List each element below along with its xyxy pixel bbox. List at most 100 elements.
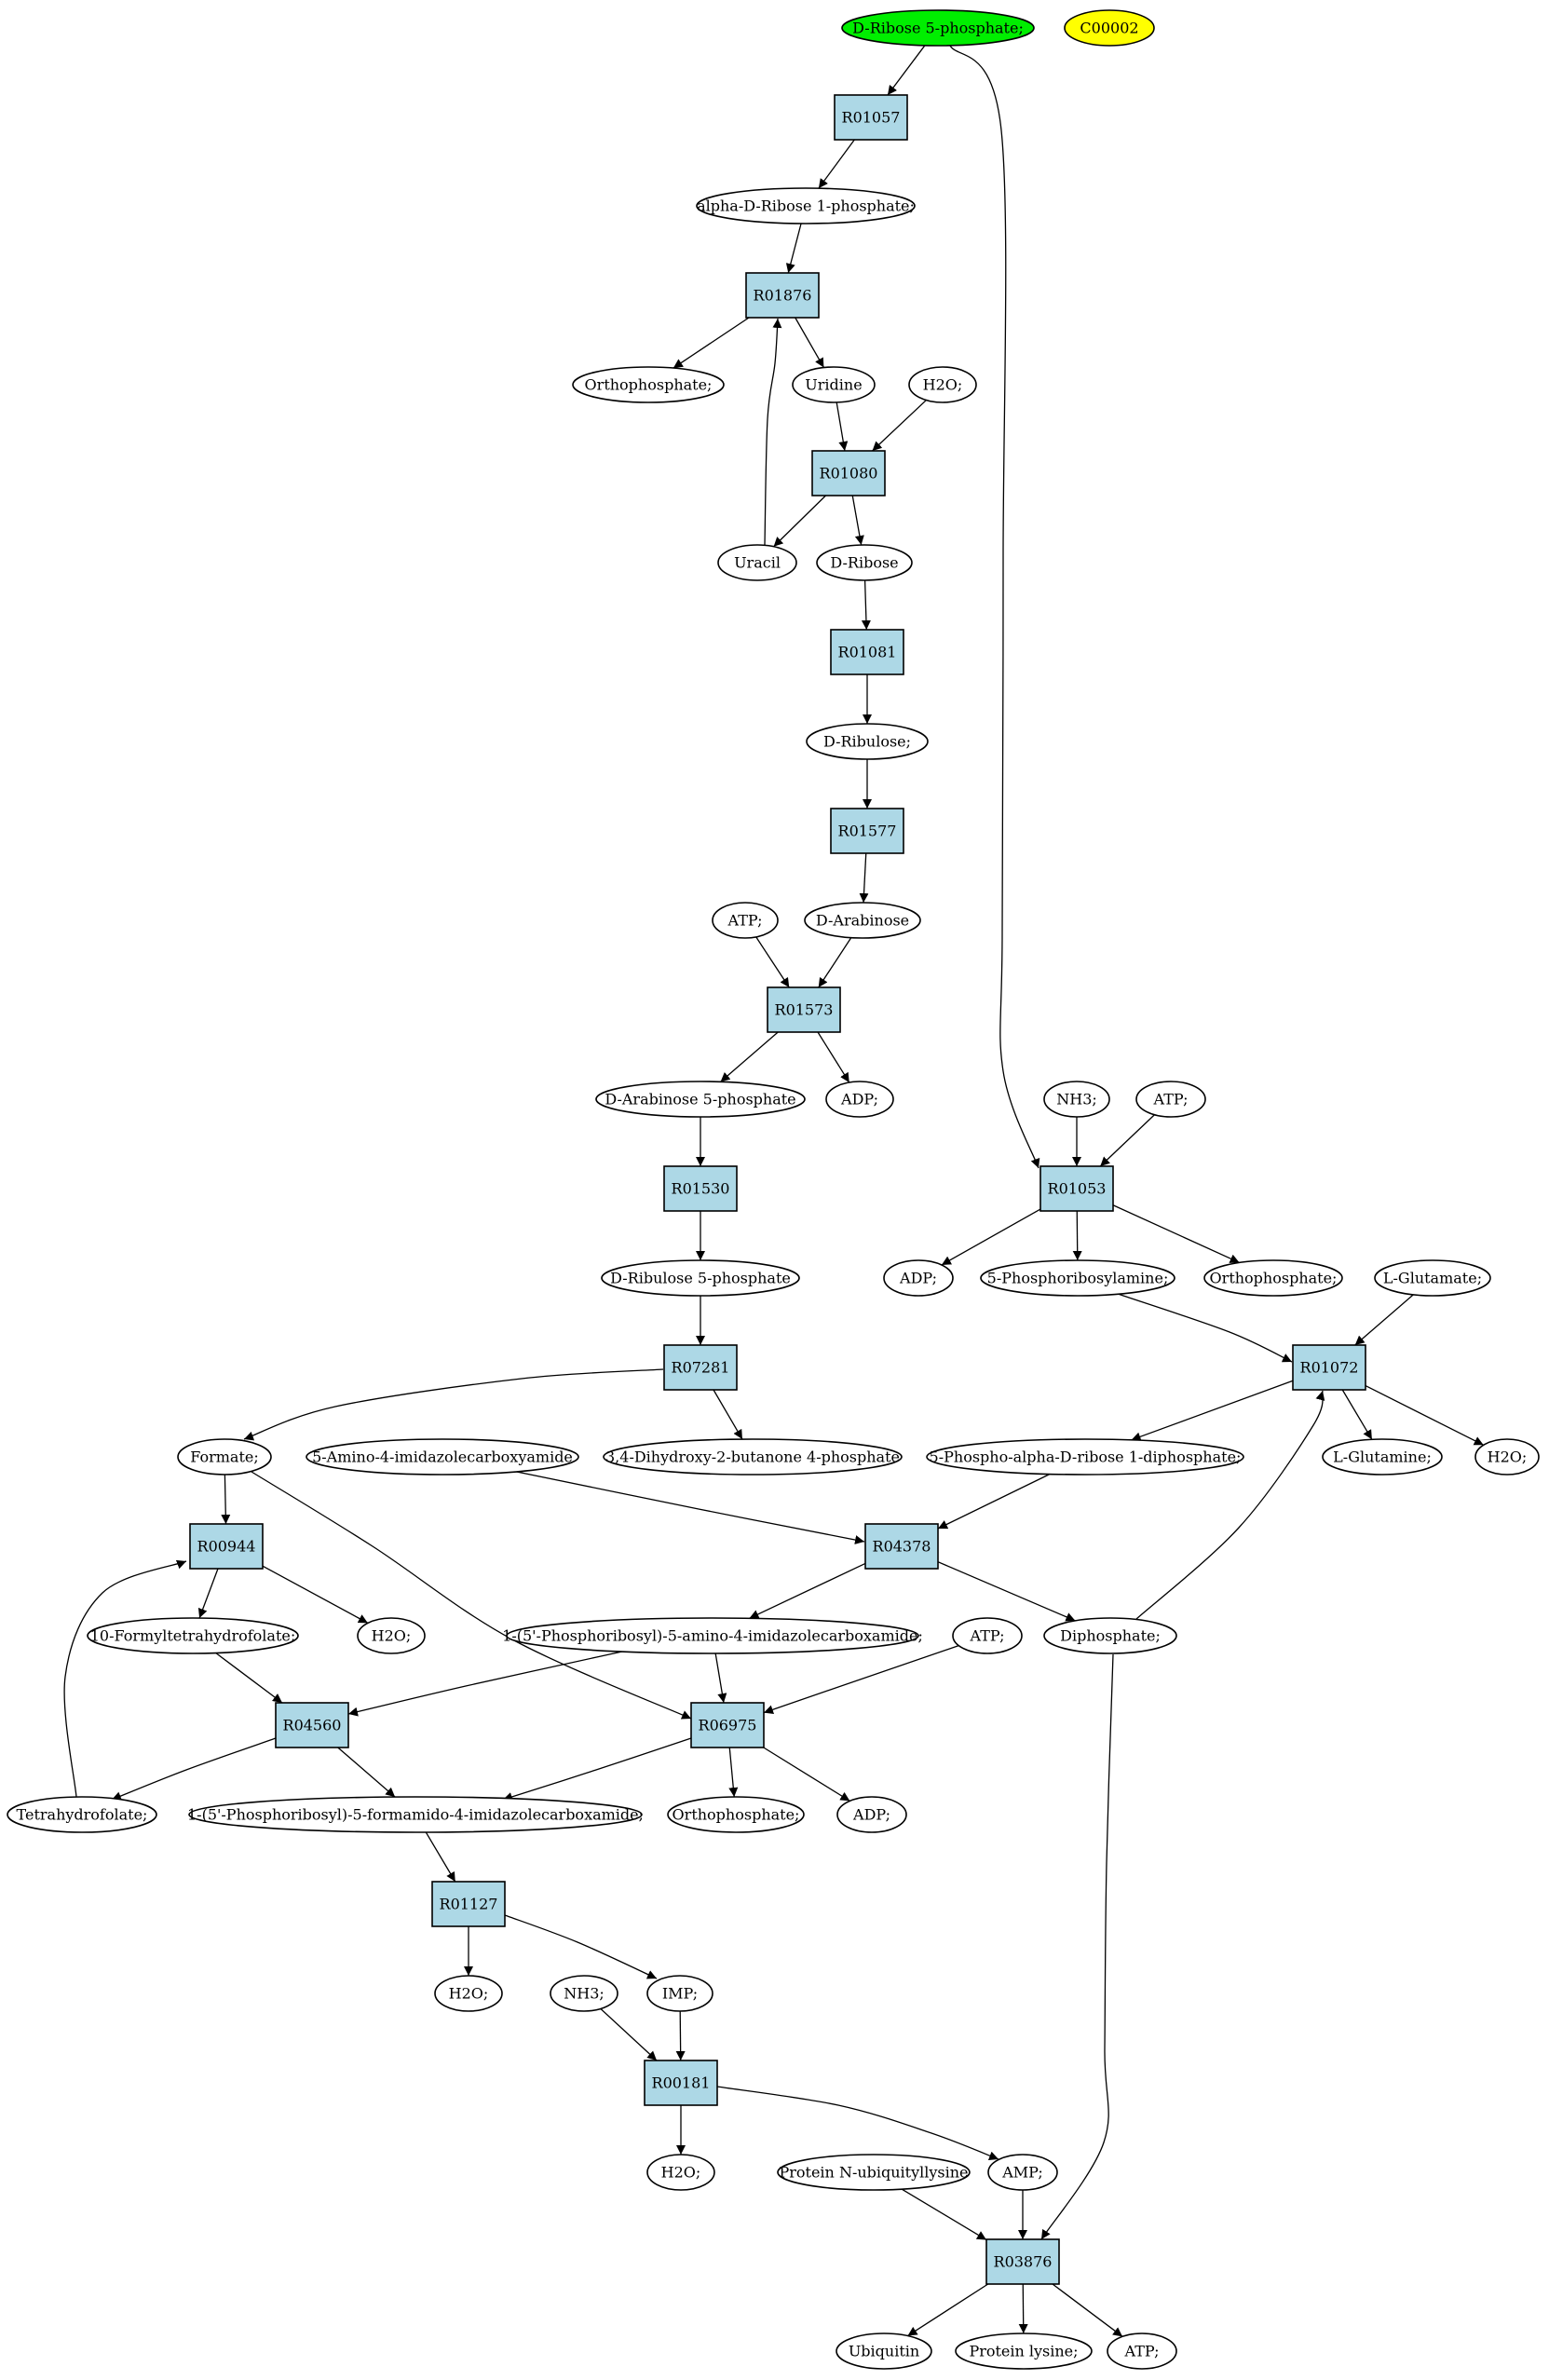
- reaction-node-R01053[interactable]: R01053: [1039, 1165, 1114, 1212]
- reaction-node-R07281[interactable]: R07281: [663, 1344, 738, 1391]
- compound-node-c_atp1[interactable]: ATP;: [712, 902, 779, 939]
- compound-node-c_10fthf[interactable]: 10-Formyltetrahydrofolate;: [87, 1617, 299, 1654]
- reaction-node-R01072[interactable]: R01072: [1292, 1344, 1366, 1391]
- compound-node-c_ppi[interactable]: Diphosphate;: [1043, 1617, 1177, 1654]
- node-label: ATP;: [970, 1627, 1005, 1645]
- reaction-node-R01577[interactable]: R01577: [830, 808, 904, 854]
- node-label: Diphosphate;: [1060, 1627, 1161, 1645]
- compound-node-c_h2o5[interactable]: H2O;: [646, 2154, 715, 2191]
- compound-node-c_dribose[interactable]: D-Ribose: [816, 544, 913, 581]
- edge-c_atp3-to-R06975: [763, 1644, 959, 1715]
- compound-node-c_darab5p[interactable]: D-Arabinose 5-phosphate: [595, 1081, 806, 1118]
- edge-c_imp-to-R00181: [675, 2010, 686, 2061]
- compound-node-c_atp2[interactable]: ATP;: [1135, 1081, 1206, 1118]
- node-label: NH3;: [564, 1985, 605, 2003]
- compound-node-c_5pra[interactable]: 5-Phosphoribosylamine;: [980, 1259, 1175, 1297]
- compound-ellipse: [646, 1975, 713, 2012]
- compound-ellipse: [987, 2154, 1058, 2191]
- edge-c_uracil-to-R01876: [764, 318, 782, 546]
- reaction-node-R04378[interactable]: R04378: [864, 1523, 939, 1570]
- compound-node-c_aicar[interactable]: 1-(5'-Phosphoribosyl)-5-amino-4-imidazol…: [502, 1617, 923, 1654]
- reaction-box: [985, 2238, 1060, 2285]
- node-label: R01577: [838, 823, 897, 840]
- compound-node-c_lgln[interactable]: L-Glutamine;: [1322, 1438, 1443, 1476]
- compound-node-c_uridine[interactable]: Uridine: [792, 366, 876, 403]
- edge-R03876-to-c_ub: [907, 2283, 989, 2337]
- compound-ellipse: [87, 1617, 299, 1654]
- compound-node-c_amp[interactable]: AMP;: [987, 2154, 1058, 2191]
- edge-R04378-to-c_ppi: [937, 1561, 1076, 1622]
- compound-node-c_atp3[interactable]: ATP;: [952, 1617, 1023, 1654]
- node-label: R01127: [440, 1896, 498, 1913]
- node-label: ADP;: [852, 1806, 890, 1824]
- node-label: Uridine: [805, 376, 862, 394]
- reaction-node-R01530[interactable]: R01530: [663, 1165, 738, 1212]
- compound-node-c_dhbp[interactable]: 3,4-Dihydroxy-2-butanone 4-phosphate: [603, 1438, 903, 1476]
- compound-node-c_thf[interactable]: Tetrahydrofolate;: [7, 1796, 157, 1833]
- node-label: Protein N-ubiquityllysine: [779, 2164, 968, 2182]
- compound-node-c_dribu5p[interactable]: D-Ribulose 5-phosphate: [601, 1259, 800, 1297]
- node-label: D-Ribulose;: [823, 733, 911, 751]
- compound-node-c_adp2[interactable]: ADP;: [883, 1259, 954, 1297]
- reaction-node-R00944[interactable]: R00944: [189, 1523, 264, 1570]
- compound-node-c_r5p[interactable]: D-Ribose 5-phosphate;: [841, 9, 1035, 47]
- node-label: IMP;: [662, 1985, 698, 2003]
- reaction-node-R06975[interactable]: R06975: [690, 1702, 765, 1748]
- reaction-node-R01081[interactable]: R01081: [830, 629, 904, 675]
- compound-node-c_pi2[interactable]: Orthophosphate;: [1203, 1259, 1343, 1297]
- compound-node-c_adr1p[interactable]: alpha-D-Ribose 1-phosphate;: [696, 187, 916, 224]
- reaction-node-R01876[interactable]: R01876: [745, 272, 820, 319]
- compound-node-c_adp1[interactable]: ADP;: [825, 1081, 894, 1118]
- compound-node-c_ub[interactable]: Ubiquitin: [836, 2332, 932, 2370]
- compound-node-c_aica[interactable]: 5-Amino-4-imidazolecarboxyamide: [306, 1438, 579, 1476]
- reaction-box: [1039, 1165, 1114, 1212]
- compound-node-c_h2o1[interactable]: H2O;: [908, 366, 977, 403]
- compound-node-c_darab[interactable]: D-Arabinose: [804, 902, 921, 939]
- compound-node-c_h2o4[interactable]: H2O;: [434, 1975, 503, 2012]
- compound-node-c_imp[interactable]: IMP;: [646, 1975, 713, 2012]
- compound-node-c_plys[interactable]: Protein lysine;: [955, 2332, 1093, 2370]
- edge-c_5pra-to-R01072: [1117, 1293, 1293, 1363]
- compound-node-c_pi3[interactable]: Orthophosphate;: [667, 1796, 805, 1833]
- compound-node-c_pnub[interactable]: Protein N-ubiquityllysine: [777, 2154, 971, 2191]
- compound-ellipse: [188, 1796, 643, 1833]
- reaction-node-R00181[interactable]: R00181: [644, 2060, 718, 2106]
- node-label: 5-Phospho-alpha-D-ribose 1-diphosphate;: [930, 1448, 1242, 1466]
- compound-node-c_faicar[interactable]: 1-(5'-Phosphoribosyl)-5-formamido-4-imid…: [187, 1796, 644, 1833]
- compound-node-c_dribulose[interactable]: D-Ribulose;: [806, 723, 929, 760]
- reaction-node-R01127[interactable]: R01127: [431, 1881, 506, 1927]
- reaction-node-R04560[interactable]: R04560: [275, 1702, 349, 1748]
- edge-c_atp1-to-R01573: [755, 936, 790, 988]
- compound-node-c00002[interactable]: C00002: [1064, 9, 1155, 47]
- compound-ellipse: [1374, 1259, 1491, 1297]
- node-label: D-Arabinose: [816, 912, 909, 930]
- node-label: Orthophosphate;: [1210, 1270, 1338, 1287]
- compound-node-c_nh3b[interactable]: NH3;: [550, 1975, 618, 2012]
- compound-node-c_atp4[interactable]: ATP;: [1107, 2332, 1177, 2370]
- compound-node-c_prpp[interactable]: 5-Phospho-alpha-D-ribose 1-diphosphate;: [926, 1438, 1244, 1476]
- node-label: H2O;: [372, 1627, 412, 1645]
- edge-R07281-to-c_dhbp: [713, 1389, 743, 1440]
- edges-layer: [63, 45, 1485, 2337]
- reaction-node-R01573[interactable]: R01573: [767, 986, 841, 1033]
- edge-c_uridine-to-R01080: [836, 401, 849, 452]
- compound-ellipse: [603, 1438, 903, 1476]
- reaction-node-R03876[interactable]: R03876: [985, 2238, 1060, 2285]
- compound-node-c_h2o3[interactable]: H2O;: [357, 1617, 426, 1654]
- compound-node-c_h2o2[interactable]: H2O;: [1474, 1438, 1540, 1476]
- node-label: L-Glutamate;: [1383, 1270, 1482, 1287]
- node-label: 3,4-Dihydroxy-2-butanone 4-phosphate: [605, 1448, 900, 1466]
- edge-R03876-to-c_atp4: [1052, 2283, 1123, 2337]
- compound-node-c_uracil[interactable]: Uracil: [717, 544, 797, 581]
- reaction-node-R01057[interactable]: R01057: [834, 94, 908, 141]
- compound-node-c_formate[interactable]: Formate;: [177, 1438, 272, 1476]
- compound-node-c_pi1[interactable]: Orthophosphate;: [572, 366, 725, 403]
- compound-node-c_nh3a[interactable]: NH3;: [1043, 1081, 1110, 1118]
- compound-ellipse: [955, 2332, 1093, 2370]
- compound-node-c_lglu[interactable]: L-Glutamate;: [1374, 1259, 1491, 1297]
- compound-ellipse: [816, 544, 913, 581]
- compound-node-c_adp3[interactable]: ADP;: [836, 1796, 907, 1833]
- compound-ellipse: [667, 1796, 805, 1833]
- reaction-node-R01080[interactable]: R01080: [811, 450, 886, 496]
